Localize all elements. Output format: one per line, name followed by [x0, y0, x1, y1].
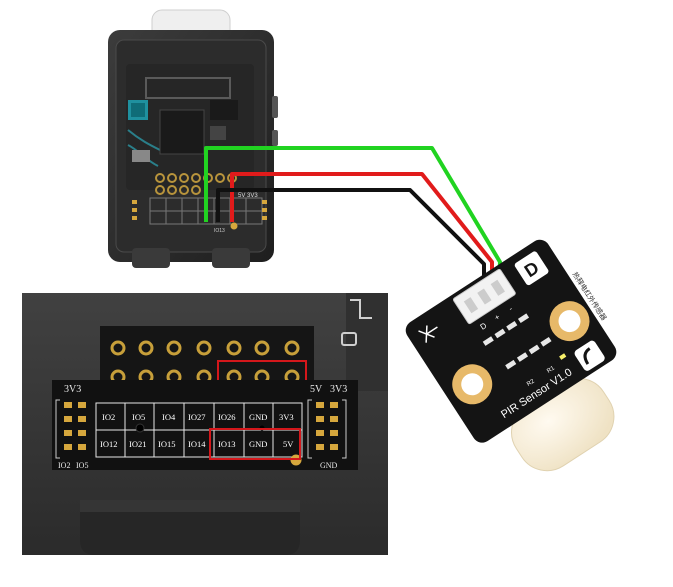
pin-label-io14: IO14: [188, 439, 206, 449]
pin-label-io4: IO4: [162, 412, 176, 422]
antenna-icon: [418, 325, 438, 343]
mini-label-top: 5V 3V3: [238, 193, 258, 199]
sensor-pin-d: D: [479, 321, 489, 332]
pir-sensor-module: D + - D R1 R2 PIR Sensor V1.0 热释电红外传感器: [405, 239, 617, 472]
pin-label-io15: IO15: [158, 439, 175, 449]
pin-label-gnd-top: GND: [249, 412, 267, 422]
pin-label-io21: IO21: [129, 439, 146, 449]
pin-label-io26: IO26: [218, 412, 235, 422]
sensor-pin-plus: +: [493, 312, 502, 322]
left-side-pads: [64, 402, 86, 450]
pin-label-3v3: 3V3: [279, 412, 294, 422]
side-label-io2: IO2: [58, 461, 70, 470]
pin-label-io13: IO13: [218, 439, 235, 449]
side-label-5v: 5V: [310, 384, 323, 395]
r1-label: R1: [546, 365, 556, 375]
pin-label-io2: IO2: [102, 412, 115, 422]
pin-label-io27: IO27: [188, 412, 205, 422]
sensor-pin-minus: -: [507, 304, 514, 313]
dfrobot-logo-icon: [514, 251, 549, 286]
signal-icon: [574, 340, 605, 371]
io21-dot: [135, 423, 145, 433]
pin-label-5v: 5V: [283, 439, 294, 449]
side-label-3v3-left: 3V3: [64, 384, 81, 395]
pin-label-grid: [52, 380, 358, 470]
side-label-3v3-right: 3V3: [330, 384, 347, 395]
side-label-io5: IO5: [76, 461, 88, 470]
pin-label-gnd-bottom: GND: [249, 439, 267, 449]
mini-label-bottom: IO13: [214, 228, 225, 234]
r2-label: R2: [526, 378, 536, 388]
highlight-pin-labels: [209, 428, 301, 460]
pin-label-io12: IO12: [100, 439, 117, 449]
pin-label-io5: IO5: [132, 412, 145, 422]
zoomed-header-panel: IO2 IO5 IO4 IO27 IO26 GND 3V3 IO12 IO21 …: [22, 293, 388, 555]
side-label-gnd: GND: [320, 461, 338, 470]
controller-device: 5V 3V3 IO13: [108, 9, 278, 268]
right-side-pads: [316, 402, 338, 450]
